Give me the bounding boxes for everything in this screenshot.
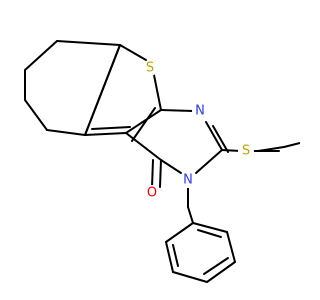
bond-c2-n-upper-double xyxy=(212,125,229,153)
atom-label-n-upper: N xyxy=(195,104,205,119)
bond-c4-c5 xyxy=(24,99,48,131)
bond-carbonyl-single xyxy=(159,159,162,188)
bond-c8-n-upper xyxy=(160,109,194,112)
bond-n-upper-c2 xyxy=(205,121,223,151)
molecule-structure: S N N S O xyxy=(24,40,300,283)
bond-thiophene-double xyxy=(91,126,131,130)
atom-background-s-thioether xyxy=(238,143,254,159)
bond-ch2-ring xyxy=(187,206,194,224)
bond-c5-c6 xyxy=(46,129,86,136)
bond-benzene-3 xyxy=(206,261,236,283)
atom-label-o-carbonyl: O xyxy=(147,186,157,201)
bond-c2-s-thioether xyxy=(221,149,242,152)
atom-label-s-thiophene: S xyxy=(146,61,154,76)
bond-n-lower-c4 xyxy=(160,159,182,174)
bond-hexyl-a xyxy=(257,146,285,152)
atom-background-n-upper xyxy=(192,103,208,119)
bond-benzene-double-3 xyxy=(172,244,179,267)
bond-thiophene-c8-c9 xyxy=(125,109,162,134)
bond-benzene-6 xyxy=(165,222,194,243)
bond-benzene-double-2 xyxy=(203,257,229,275)
bond-hexyl-b xyxy=(283,142,300,148)
atom-label-s-thioether: S xyxy=(242,144,250,159)
bond-thiophene-c9-c10 xyxy=(84,132,127,136)
bond-benzene-2 xyxy=(226,231,236,263)
molecule-canvas: S N N S O xyxy=(24,40,300,283)
bond-c2-n-lower xyxy=(195,149,223,174)
bond-c4-c9 xyxy=(125,132,162,161)
bond-thiophene-left xyxy=(84,44,121,136)
bond-benzene-5 xyxy=(165,241,174,273)
bond-thiophene-c7-s xyxy=(119,44,147,61)
bond-benzene-4 xyxy=(172,271,208,283)
bond-c1-c2 xyxy=(56,40,121,46)
atom-label-n-lower: N xyxy=(183,173,193,188)
atom-background-s-thiophene xyxy=(142,60,158,76)
bond-c1-c3 xyxy=(24,40,58,71)
bond-c9-c8-double xyxy=(131,107,156,142)
bond-thiophene-s-c8 xyxy=(153,74,162,111)
atom-background-o-carbonyl xyxy=(144,185,160,201)
bond-carbonyl-double xyxy=(151,159,154,188)
bond-benzene-double-1 xyxy=(197,229,222,238)
atom-background-n-lower xyxy=(180,172,196,188)
bond-benzene-1 xyxy=(192,222,228,233)
